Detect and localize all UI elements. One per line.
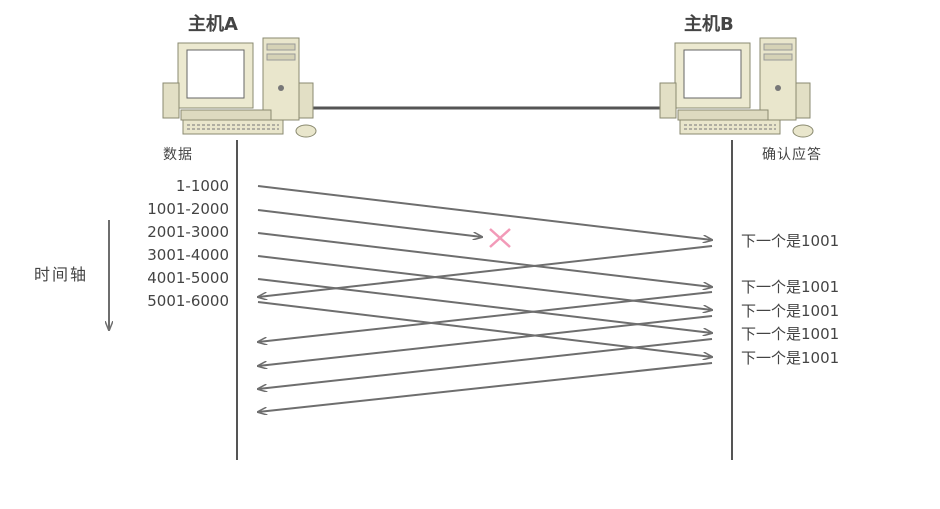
ack-arrow [258, 338, 713, 389]
data-arrow [257, 209, 482, 237]
segment-label: 1001-2000 [147, 200, 229, 218]
segment-label: 4001-5000 [147, 269, 229, 287]
segment-label: 2001-3000 [147, 223, 229, 241]
ack-header: 确认应答 [762, 147, 822, 163]
ack-label: 下一个是1001 [741, 278, 840, 296]
host-a-label: 主机A [188, 14, 238, 35]
ack-arrow [258, 362, 713, 412]
ack-label: 下一个是1001 [741, 302, 840, 320]
message-arrows [257, 185, 713, 412]
data-arrow [257, 185, 712, 240]
data-arrow [257, 255, 712, 310]
host-b-label: 主机B [684, 14, 734, 35]
computer-icon [162, 37, 317, 138]
ack-arrow [258, 315, 713, 366]
segment-label: 3001-4000 [147, 246, 229, 264]
data-header: 数据 [163, 147, 193, 163]
lost-packet-icon [489, 228, 511, 248]
computer-icon [659, 37, 814, 138]
data-arrow [257, 278, 712, 333]
time-axis-label: 时间轴 [34, 265, 89, 284]
ack-arrow [258, 291, 713, 342]
segment-label: 5001-6000 [147, 292, 229, 310]
data-arrow [257, 301, 712, 357]
data-arrow [257, 232, 712, 287]
ack-arrow [258, 245, 713, 297]
ack-label: 下一个是1001 [741, 232, 840, 250]
ack-label: 下一个是1001 [741, 349, 840, 367]
ack-label: 下一个是1001 [741, 325, 840, 343]
segment-label: 1-1000 [175, 177, 229, 195]
